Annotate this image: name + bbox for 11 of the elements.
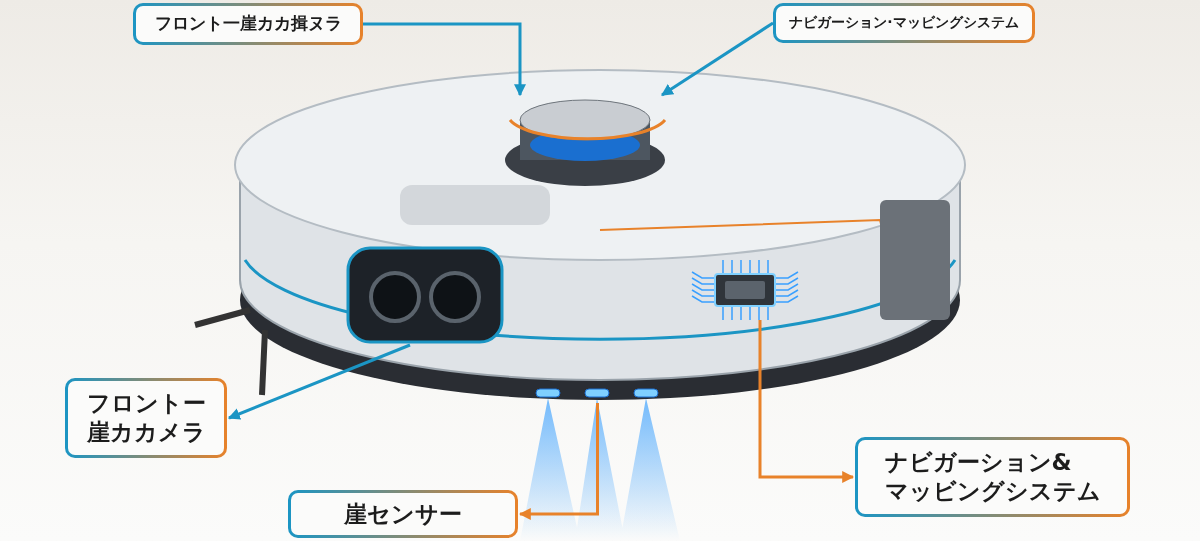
- leader-arrow: [363, 22, 526, 97]
- processor-chip-icon: [690, 260, 800, 320]
- leader-arrow: [227, 343, 411, 420]
- callout-label: フロント一崖カカ揖ヌラ: [133, 3, 363, 45]
- camera-module-drawing: [345, 245, 505, 345]
- callout-label: フロントー崖カカメラ: [65, 378, 227, 458]
- callout-label: 崖センサー: [288, 490, 518, 538]
- leader-arrow: [758, 320, 855, 483]
- callout-label: ナビガーション&マッビングシステム: [855, 437, 1130, 517]
- callout-label: ナビガーション·マッビングシステム: [773, 3, 1035, 43]
- leader-arrow: [661, 21, 774, 97]
